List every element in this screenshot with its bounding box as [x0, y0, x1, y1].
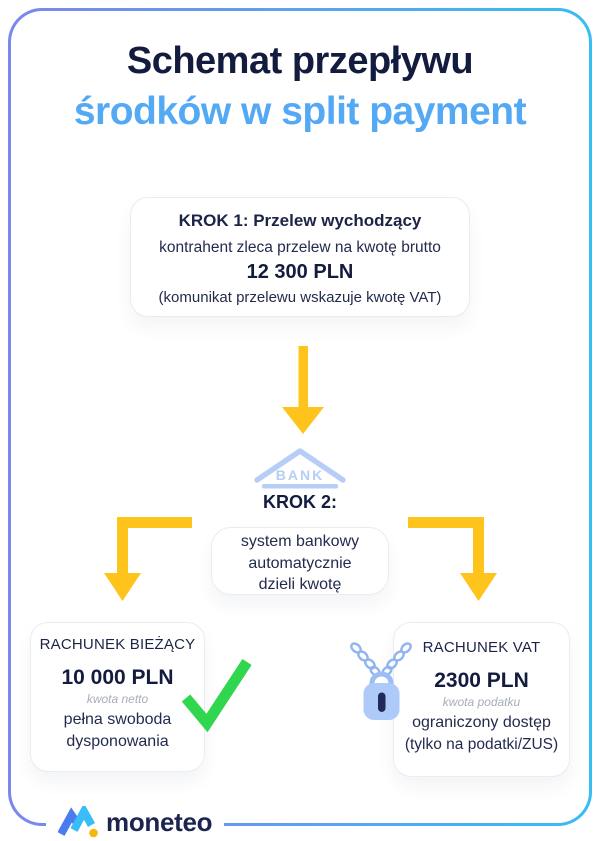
step2-card: system bankowy automatycznie dzieli kwot… — [211, 527, 389, 595]
current-account-line1: pełna swoboda — [63, 711, 172, 728]
step1-title: KROK 1: Przelew wychodzący — [178, 211, 422, 230]
step2-line3: dzieli kwotę — [258, 576, 342, 593]
step1-card: KROK 1: Przelew wychodzący kontrahent zl… — [130, 197, 470, 317]
arrow-down-icon — [282, 346, 324, 434]
current-account-card: RACHUNEK BIEŻĄCY 10 000 PLN kwota netto … — [30, 622, 205, 772]
brand-logo: moneteo — [46, 804, 225, 840]
bank-icon-label: BANK — [276, 467, 324, 483]
green-checkmark-icon — [181, 658, 252, 733]
padlock-with-chain-icon — [350, 642, 412, 720]
vat-account-card: RACHUNEK VAT 2300 PLN kwota podatku ogra… — [393, 622, 570, 777]
step2-line2: automatycznie — [248, 554, 352, 572]
current-account-amount-note: kwota netto — [86, 692, 149, 706]
vat-account-amount-note: kwota podatku — [442, 695, 521, 709]
vat-account-line2: (tylko na podatki/ZUS) — [404, 736, 559, 753]
arrow-branch-right-icon — [408, 517, 497, 601]
vat-account-title: RACHUNEK VAT — [422, 639, 541, 656]
step2-line1: system bankowy — [240, 533, 360, 550]
step1-amount: 12 300 PLN — [246, 261, 354, 283]
page-title-line1: Schemat przepływu — [126, 40, 474, 82]
vat-account-amount: 2300 PLN — [434, 669, 529, 692]
moneteo-logo-icon — [58, 806, 98, 838]
step2-title: KROK 2: — [262, 492, 337, 512]
vat-account-line1: ograniczony dostęp — [412, 714, 551, 731]
current-account-line2: dysponowania — [66, 733, 169, 750]
bank-building-icon: BANK — [254, 448, 346, 489]
step1-description: kontrahent zleca przelew na kwotę brutto — [159, 239, 441, 256]
arrow-branch-left-icon — [104, 517, 192, 601]
current-account-amount: 10 000 PLN — [61, 666, 174, 689]
current-account-title: RACHUNEK BIEŻĄCY — [39, 636, 196, 653]
step1-note: (komunikat przelewu wskazuje kwotę VAT) — [158, 289, 442, 306]
brand-name: moneteo — [106, 806, 213, 837]
page-title-line2: środków w split payment — [73, 90, 527, 133]
